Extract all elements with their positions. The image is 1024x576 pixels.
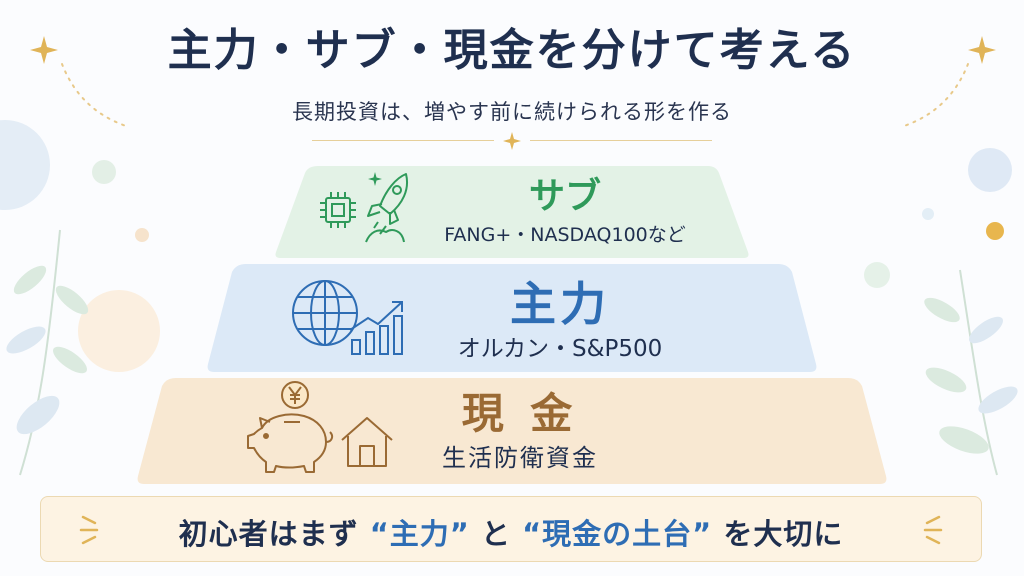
dotted-arc-left — [61, 63, 127, 127]
bg-circle — [78, 290, 160, 372]
tier-sub-text: サブ FANG+・NASDAQ100など — [420, 174, 710, 248]
tier-cash-title: 現 金 — [461, 389, 579, 438]
bg-circle — [922, 208, 934, 220]
yen-coin-icon — [281, 381, 309, 409]
leaf-branch-right-icon — [924, 269, 1018, 476]
growth-chart-icon — [349, 301, 403, 355]
leaf-branch-left-icon — [6, 229, 89, 476]
bg-circle — [92, 160, 116, 184]
emphasis-lines-left-icon — [79, 515, 99, 545]
house-icon — [341, 417, 393, 467]
takeaway-text: 初心者はまず “主力” と “現金の土台” を大切に — [41, 511, 981, 553]
page-title: 主力・サブ・現金を分けて考える — [167, 25, 857, 76]
bg-circle — [986, 222, 1004, 240]
takeaway-middle: と — [480, 517, 511, 551]
tier-main-text: 主力 オルカン・S&P500 — [410, 276, 710, 364]
bg-circle — [864, 262, 890, 288]
rocket-icon — [365, 173, 408, 243]
divider-line — [530, 140, 712, 141]
sparkle-icon — [368, 172, 382, 186]
takeaway-highlight-main: “主力” — [369, 517, 470, 551]
tier-sub-title: サブ — [528, 176, 601, 217]
dotted-arc-right — [903, 63, 969, 127]
chip-icon — [320, 192, 356, 228]
takeaway-prefix: 初心者はまず — [178, 517, 359, 551]
divider-sparkle-icon — [503, 132, 521, 150]
divider-line — [312, 140, 494, 141]
tier-cash-text: 現 金 生活防衛資金 — [420, 388, 620, 474]
takeaway-suffix: を大切に — [723, 517, 844, 551]
tier-main-desc: オルカン・S&P500 — [457, 336, 663, 362]
globe-icon — [292, 280, 358, 346]
sparkle-icon — [30, 36, 58, 64]
piggy-bank-icon — [247, 413, 334, 473]
bg-circle — [135, 228, 149, 242]
takeaway-banner: 初心者はまず “主力” と “現金の土台” を大切に — [40, 496, 982, 562]
tier-sub-desc: FANG+・NASDAQ100など — [444, 224, 686, 246]
page-subtitle: 長期投資は、増やす前に続けられる形を作る — [292, 100, 732, 124]
bg-circle — [968, 148, 1012, 192]
tier-cash-desc: 生活防衛資金 — [442, 444, 598, 472]
tier-main-title: 主力 — [510, 277, 610, 331]
takeaway-highlight-cash: “現金の土台” — [522, 517, 713, 551]
sparkle-icon — [968, 36, 996, 64]
emphasis-lines-right-icon — [923, 515, 943, 545]
pyramid-tier-cash — [137, 378, 887, 484]
pyramid — [137, 166, 887, 484]
